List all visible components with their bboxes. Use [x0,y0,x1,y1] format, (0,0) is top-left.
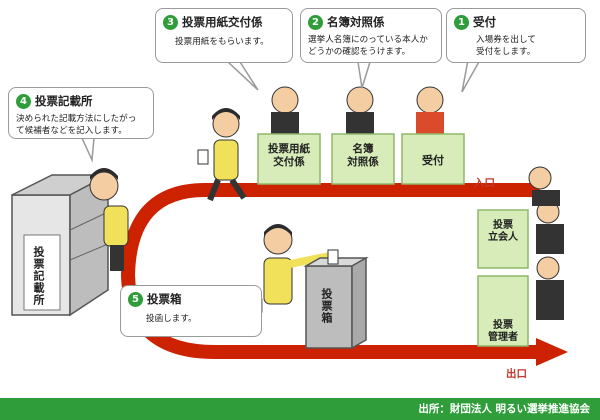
desk-ballot-issue-label: 投票用紙交付係 [268,143,310,168]
step-5-title: 投票箱 [147,292,182,306]
step-1-bubble: 1 受付 入場券を出して受付をします。 [446,8,586,63]
step-5-bubble: 5 投票箱 投函します。 [120,285,262,337]
exit-label: 出口 [506,368,527,380]
flow-arrow [120,183,568,366]
step-2-desc-line2: どうかの確認をうけます。 [308,47,411,57]
step-2-title: 名簿対照係 [327,15,385,29]
step-5-desc-line1: 投函します。 [146,314,197,324]
step-1-desc-line2: 受付をします。 [476,47,536,57]
ballot-box-label: 投票箱 [320,288,333,324]
step-3-desc-line1: 投票用紙をもらいます。 [175,37,269,47]
desk-register-label: 名簿対照係 [347,143,379,168]
walking-voter-icon [197,108,247,202]
step-1-title: 受付 [473,15,496,29]
step-5-number: 5 [128,291,143,307]
entrance-label: 入口 [474,177,495,189]
step-4-desc-line2: て候補者などを記入します。 [16,126,127,136]
desk-reception-label: 受付 [422,154,444,167]
step-2-bubble: 2 名簿対照係 選挙人名簿にのっている本人かどうかの確認をうけます。 [300,8,442,63]
voting-booth-illustration [11,173,109,317]
ballot-box-illustration [263,224,369,350]
manager-label: 投票管理者 [488,320,518,343]
footer-bar: 出所：財団法人 明るい選挙推進協会 [0,398,600,420]
step-2-desc-line1: 選挙人名簿にのっている本人か [308,35,428,45]
person-at-booth-icon [89,168,129,271]
step-2-number: 2 [308,14,323,30]
step-4-number: 4 [16,93,31,109]
step-1-number: 1 [454,14,469,30]
witness-label: 投票立会人 [488,220,518,243]
witness-manager-desks [477,166,564,347]
scene-illustration [11,59,568,366]
source-credit: 出所：財団法人 明るい選挙推進協会 [418,403,590,415]
step-4-desc-line1: 決められた記載方法にしたがっ [16,114,137,124]
step-3-title: 投票用紙交付係 [182,15,263,29]
booth-label: 投票記載所 [32,246,45,306]
step-1-desc-line1: 入場券を出して [476,35,536,45]
step-4-title: 投票記載所 [35,94,93,108]
officials-desks [257,86,465,185]
step-3-number: 3 [163,14,178,30]
step-4-bubble: 4 投票記載所 決められた記載方法にしたがって候補者などを記入します。 [8,87,154,139]
step-3-bubble: 3 投票用紙交付係 投票用紙をもらいます。 [155,8,293,63]
